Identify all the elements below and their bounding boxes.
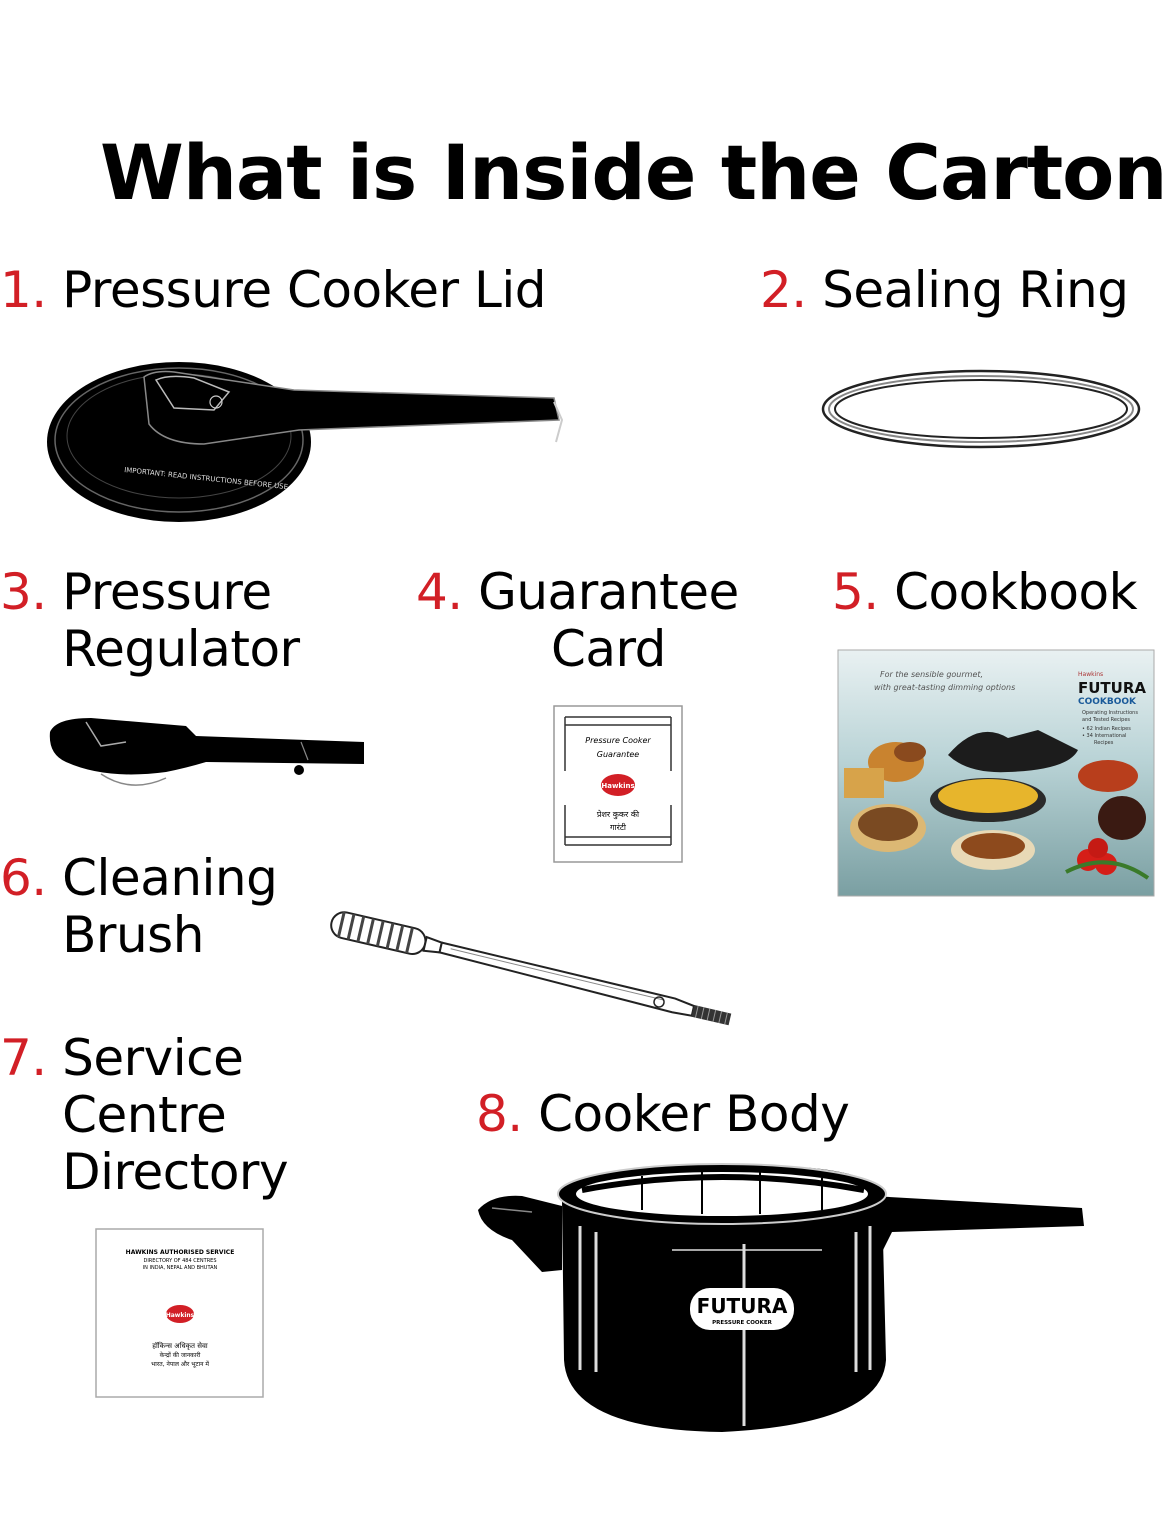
item-number: 2. xyxy=(760,261,807,319)
service-directory-image: HAWKINS AUTHORISED SERVICE DIRECTORY OF … xyxy=(95,1228,264,1398)
cleaning-brush-image xyxy=(330,911,732,1026)
svg-text:• 34 International: • 34 International xyxy=(1082,733,1126,739)
item-service-centre-directory: 7. Service Centre Directory xyxy=(0,1029,289,1201)
guarantee-card-image: Pressure Cooker Guarantee Hawkins प्रेशर… xyxy=(553,705,683,863)
svg-text:with great-tasting dimming opt: with great-tasting dimming options xyxy=(874,683,1015,692)
item-label-line: Card xyxy=(550,620,666,678)
svg-text:Operating Instructions: Operating Instructions xyxy=(1082,710,1138,716)
item-label-line: Service xyxy=(62,1029,244,1087)
item-label-line: Guarantee xyxy=(478,563,739,621)
svg-text:FUTURA: FUTURA xyxy=(1078,679,1146,697)
item-label: Cooker Body xyxy=(538,1085,850,1143)
pressure-regulator-image xyxy=(49,718,365,786)
svg-text:Pressure Cooker: Pressure Cooker xyxy=(585,736,651,745)
item-label: Sealing Ring xyxy=(822,261,1129,319)
futura-logo-icon xyxy=(690,1288,794,1330)
svg-text:HAWKINS AUTHORISED SERVICE: HAWKINS AUTHORISED SERVICE xyxy=(126,1249,235,1256)
svg-text:हॉकिन्स अधिकृत सेवा: हॉकिन्स अधिकृत सेवा xyxy=(152,1341,208,1350)
page-title: What is Inside the Carton xyxy=(100,128,1167,217)
svg-text:Hawkins: Hawkins xyxy=(1078,671,1103,678)
item-label-line: Regulator xyxy=(62,620,300,678)
svg-text:PRESSURE COOKER: PRESSURE COOKER xyxy=(712,1320,772,1326)
item-cleaning-brush: 6. Cleaning Brush xyxy=(0,849,278,964)
item-label: Cookbook xyxy=(894,563,1138,621)
item-sealing-ring: 2. Sealing Ring xyxy=(760,261,1129,319)
cookbook-image: For the sensible gourmet, with great-tas… xyxy=(837,649,1155,897)
item-number: 5. xyxy=(832,563,879,621)
svg-text:प्रेशर कुकर की: प्रेशर कुकर की xyxy=(597,809,640,820)
svg-text:भारत, नेपाल और भूटान में: भारत, नेपाल और भूटान में xyxy=(151,1360,209,1368)
item-label-line: Cleaning xyxy=(62,849,278,907)
pressure-cooker-lid-image: IMPORTANT: READ INSTRUCTIONS BEFORE USE xyxy=(47,362,564,522)
item-pressure-cooker-lid: 1. Pressure Cooker Lid xyxy=(0,262,546,319)
item-number: 1. xyxy=(0,261,47,319)
item-number: 7. xyxy=(0,1029,47,1087)
svg-text:गारंटी: गारंटी xyxy=(610,822,627,832)
item-cooker-body: 8. Cooker Body xyxy=(476,1085,850,1143)
hawkins-logo-icon xyxy=(601,774,635,796)
item-number: 8. xyxy=(476,1085,523,1143)
item-number: 3. xyxy=(0,563,47,621)
svg-text:DIRECTORY OF 484 CENTRES: DIRECTORY OF 484 CENTRES xyxy=(143,1258,216,1264)
svg-text:and Tested Recipes: and Tested Recipes xyxy=(1082,717,1130,723)
svg-text:Recipes: Recipes xyxy=(1094,740,1114,746)
item-number: 6. xyxy=(0,849,47,907)
svg-text:For the sensible gourmet,: For the sensible gourmet, xyxy=(880,670,983,679)
item-guarantee-card: 4. Guarantee Card xyxy=(416,564,739,678)
sealing-ring-image xyxy=(821,369,1141,449)
cooker-body-image: FUTURA PRESSURE COOKER xyxy=(478,1163,1084,1432)
item-pressure-regulator: 3. Pressure Regulator xyxy=(0,564,300,678)
item-label-line: Centre xyxy=(62,1086,227,1144)
svg-text:Hawkins: Hawkins xyxy=(601,782,634,790)
svg-text:Hawkins: Hawkins xyxy=(166,1312,195,1319)
item-label-line: Brush xyxy=(62,906,204,964)
item-label-line: Directory xyxy=(62,1143,289,1201)
item-cookbook: 5. Cookbook xyxy=(832,563,1138,621)
svg-text:केन्द्रों की जानकारी: केन्द्रों की जानकारी xyxy=(160,1351,201,1359)
item-label-line: Pressure xyxy=(62,563,272,621)
svg-text:COOKBOOK: COOKBOOK xyxy=(1078,697,1137,707)
item-number: 4. xyxy=(416,563,463,621)
hawkins-logo-icon xyxy=(166,1305,194,1323)
svg-text:• 62 Indian Recipes: • 62 Indian Recipes xyxy=(1082,726,1131,732)
svg-text:Guarantee: Guarantee xyxy=(597,750,639,759)
svg-text:IN INDIA, NEPAL AND BHUTAN: IN INDIA, NEPAL AND BHUTAN xyxy=(143,1265,218,1271)
svg-text:FUTURA: FUTURA xyxy=(697,1294,788,1318)
item-label: Pressure Cooker Lid xyxy=(62,261,546,319)
